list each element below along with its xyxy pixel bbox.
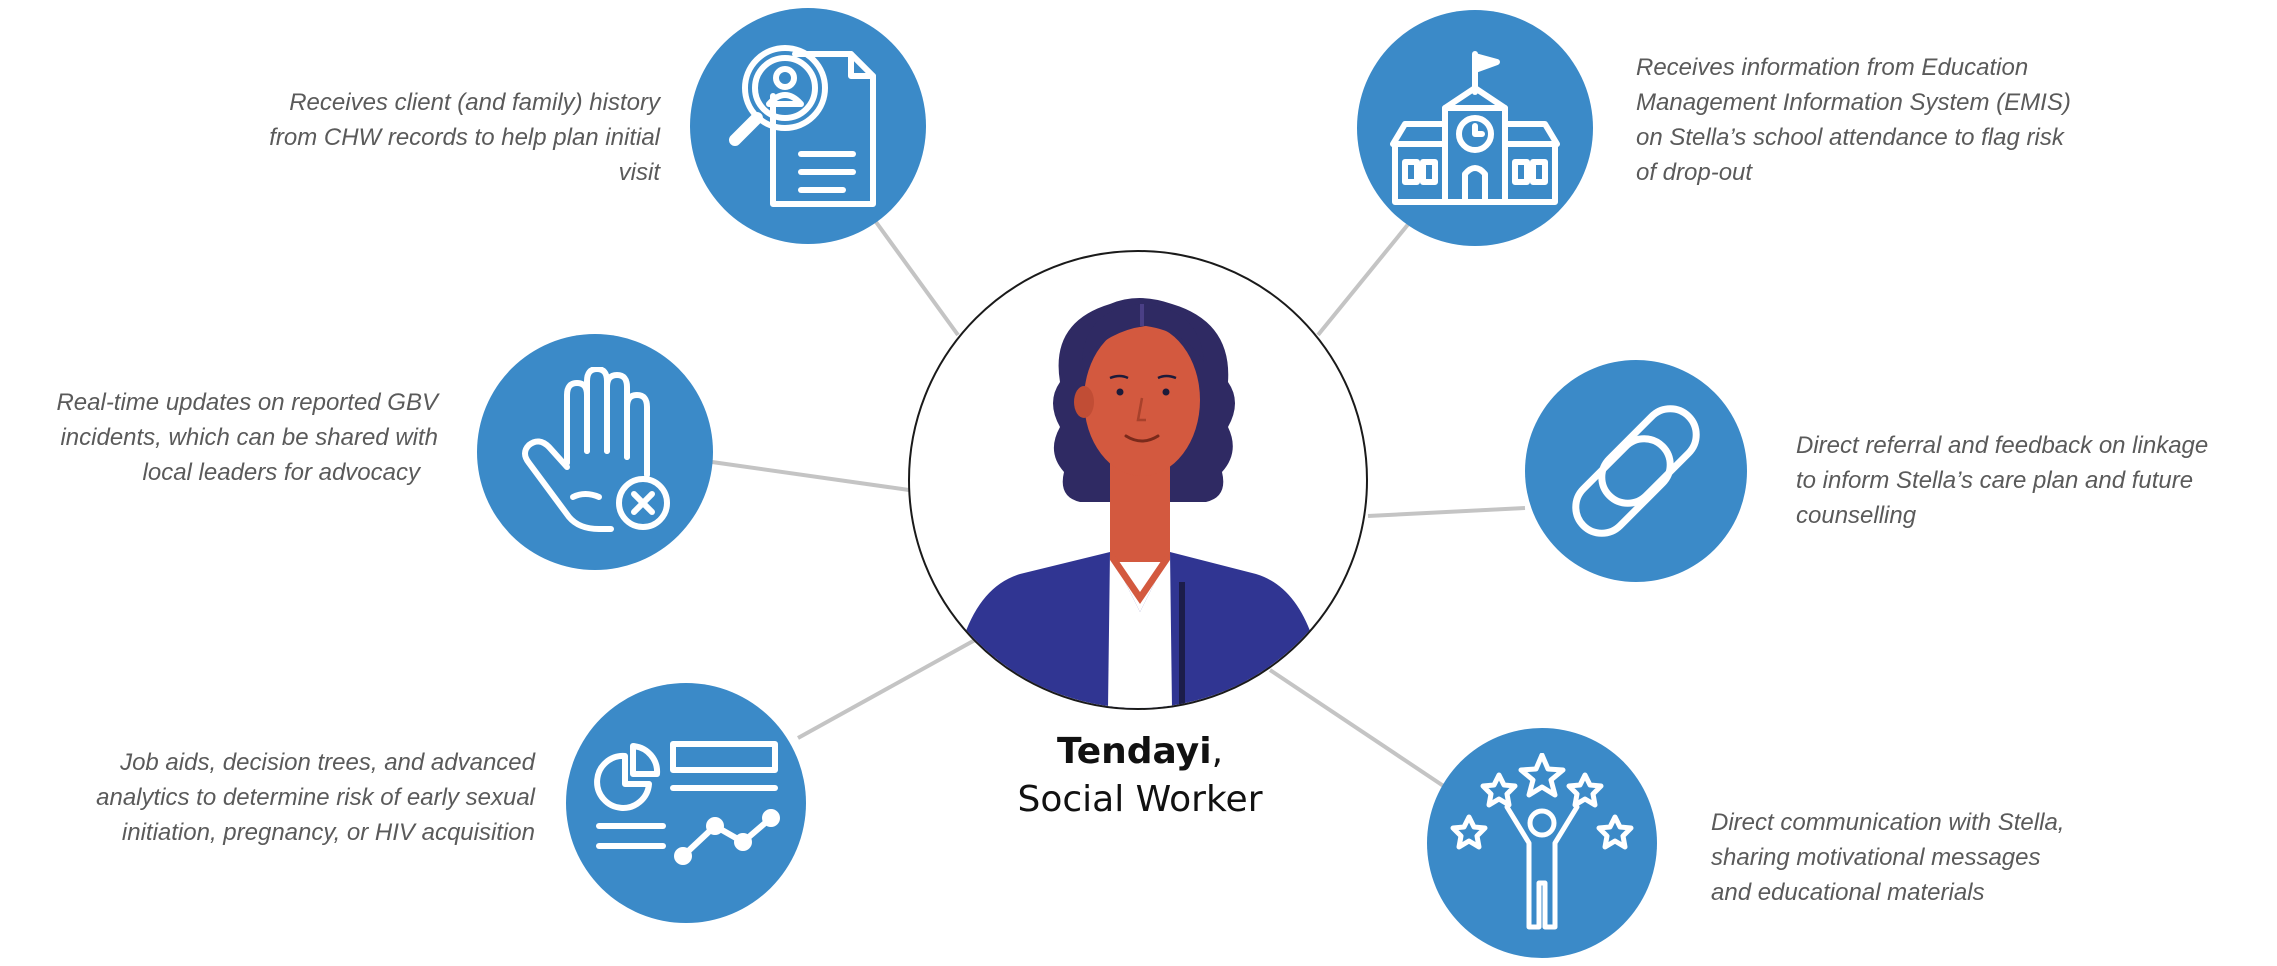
caption-line: visit — [618, 159, 660, 186]
caption-line: Direct communication with Stella, — [1711, 809, 2065, 836]
caption-line: sharing motivational messages — [1711, 844, 2041, 871]
connector-stars — [1268, 668, 1447, 789]
caption-line: local leaders for advocacy — [142, 459, 420, 486]
caption-line: Receives information from Education — [1636, 54, 2029, 81]
chain-link-node — [1525, 360, 1747, 582]
document-search-caption: Receives client (and family) history fro… — [180, 85, 660, 190]
school-node — [1357, 10, 1593, 246]
caption-line: Real-time updates on reported GBV — [56, 389, 438, 416]
chain-link-caption: Direct referral and feedback on linkage … — [1796, 428, 2266, 533]
person-role: Social Worker — [1017, 779, 1263, 820]
caption-line: counselling — [1796, 502, 1917, 529]
caption-line: of drop-out — [1636, 159, 1753, 186]
caption-line: to inform Stella’s care plan and future — [1796, 467, 2194, 494]
person-name: Tendayi — [1056, 731, 1212, 772]
document-search-icon — [729, 45, 876, 207]
school-building-icon — [1390, 51, 1560, 205]
analytics-dashboard-icon — [594, 741, 780, 865]
caption-line: from CHW records to help plan initial — [269, 124, 660, 151]
social-worker-avatar — [950, 298, 1326, 708]
caption-line: and educational materials — [1711, 879, 1985, 906]
analytics-caption: Job aids, decision trees, and advanced a… — [0, 745, 535, 850]
name-separator: , — [1211, 731, 1224, 772]
chain-link-icon — [1572, 405, 1700, 537]
caption-line: Receives client (and family) history — [289, 89, 660, 116]
celebrating-person-stars-icon — [1450, 753, 1634, 930]
caption-line: initiation, pregnancy, or HIV acquisitio… — [121, 819, 535, 846]
stop-hand-node — [477, 334, 713, 570]
connector-document — [874, 220, 960, 337]
caption-line: Direct referral and feedback on linkage — [1796, 432, 2209, 459]
caption-line: analytics to determine risk of early sex… — [96, 784, 535, 811]
document-search-node — [690, 8, 926, 244]
analytics-node — [566, 683, 806, 923]
caption-line: Management Information System (EMIS) — [1636, 89, 2071, 116]
caption-line: incidents, which can be shared with — [60, 424, 438, 451]
celebration-node — [1427, 728, 1657, 958]
person-name-label: Tendayi, Social Worker — [900, 728, 1380, 824]
stop-hand-caption: Real-time updates on reported GBV incide… — [0, 385, 438, 490]
connector-hand — [711, 460, 910, 492]
school-caption: Receives information from Education Mana… — [1636, 50, 2196, 190]
caption-line: on Stella’s school attendance to flag ri… — [1636, 124, 2064, 151]
connector-link — [1367, 506, 1526, 518]
celebration-caption: Direct communication with Stella, sharin… — [1711, 805, 2171, 910]
caption-line: Job aids, decision trees, and advanced — [120, 749, 535, 776]
stop-hand-icon — [522, 367, 670, 532]
connector-school — [1316, 220, 1412, 337]
person-portrait-circle — [908, 250, 1368, 710]
connector-analytics — [797, 638, 976, 740]
